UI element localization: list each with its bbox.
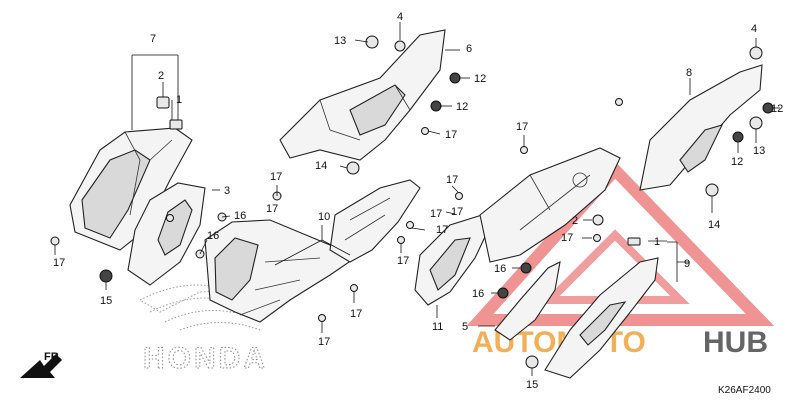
front-direction-label: FR. — [44, 351, 62, 363]
callout-label: 9 — [684, 258, 690, 270]
callout-label: 17 — [436, 224, 448, 236]
callout-label: 4 — [751, 23, 757, 35]
callout-label: 16 — [494, 263, 506, 275]
callout-label: 17 — [446, 174, 458, 186]
callout-label: 16 — [207, 230, 219, 242]
callout-label: 4 — [397, 11, 403, 23]
callout-label: 17 — [561, 232, 573, 244]
callout-label: 17 — [350, 308, 362, 320]
callout-label: 17 — [451, 206, 463, 218]
leader-lines — [54, 22, 780, 376]
part-inner-duct — [329, 179, 421, 263]
diagram-code: K26AF2400 — [718, 385, 771, 396]
callout-label: 7 — [150, 33, 156, 45]
callout-label: 12 — [456, 101, 468, 113]
callout-label: 15 — [526, 379, 538, 391]
part-lower-side-panel-left — [494, 261, 561, 341]
front-direction-arrow: FR. — [20, 351, 62, 378]
callout-label: 3 — [224, 185, 230, 197]
callout-label: 17 — [318, 336, 330, 348]
callout-label: 14 — [708, 219, 720, 231]
part-front-cover-left — [69, 127, 193, 251]
watermark-text-b: HUB — [703, 326, 768, 359]
callout-label: 1 — [654, 236, 660, 248]
callout-label: 17 — [270, 171, 282, 183]
callout-label: 1 — [176, 94, 182, 106]
fasteners — [50, 35, 774, 369]
callout-label: 10 — [318, 211, 330, 223]
part-right-center-panel — [479, 147, 621, 263]
part-lower-side-panel-right — [544, 257, 659, 379]
callout-label: 2 — [572, 215, 578, 227]
callout-label: 17 — [53, 257, 65, 269]
part-middle-cover — [204, 219, 357, 323]
callout-label: 16 — [472, 288, 484, 300]
callout-label: 12 — [731, 156, 743, 168]
callout-labels: 7213161617151717134612121714101717171717… — [53, 11, 783, 391]
callout-label: 17 — [266, 203, 278, 215]
part-inner-panel — [127, 182, 206, 286]
callout-label: 17 — [445, 129, 457, 141]
callout-label: 14 — [315, 160, 327, 172]
part-upper-cover — [279, 29, 446, 161]
callout-label: 17 — [516, 121, 528, 133]
honda-wing-logo — [138, 284, 261, 331]
callout-label: 2 — [158, 70, 164, 82]
part-right-upper-cover — [639, 64, 763, 191]
callout-label: 12 — [474, 73, 486, 85]
callout-label: 15 — [100, 295, 112, 307]
callout-label: 13 — [753, 145, 765, 157]
callout-label: 13 — [334, 35, 346, 47]
honda-brand-mark: HONDA — [143, 342, 268, 375]
callout-label: 8 — [686, 67, 692, 79]
callout-label: 6 — [466, 43, 472, 55]
callout-label: 17 — [397, 255, 409, 267]
part-right-inner-cover — [414, 214, 493, 306]
callout-label: 5 — [462, 321, 468, 333]
callout-label: 17 — [430, 208, 442, 220]
callout-label: 11 — [432, 321, 443, 333]
callout-label: 16 — [234, 210, 246, 222]
callout-label: 12 — [771, 103, 783, 115]
